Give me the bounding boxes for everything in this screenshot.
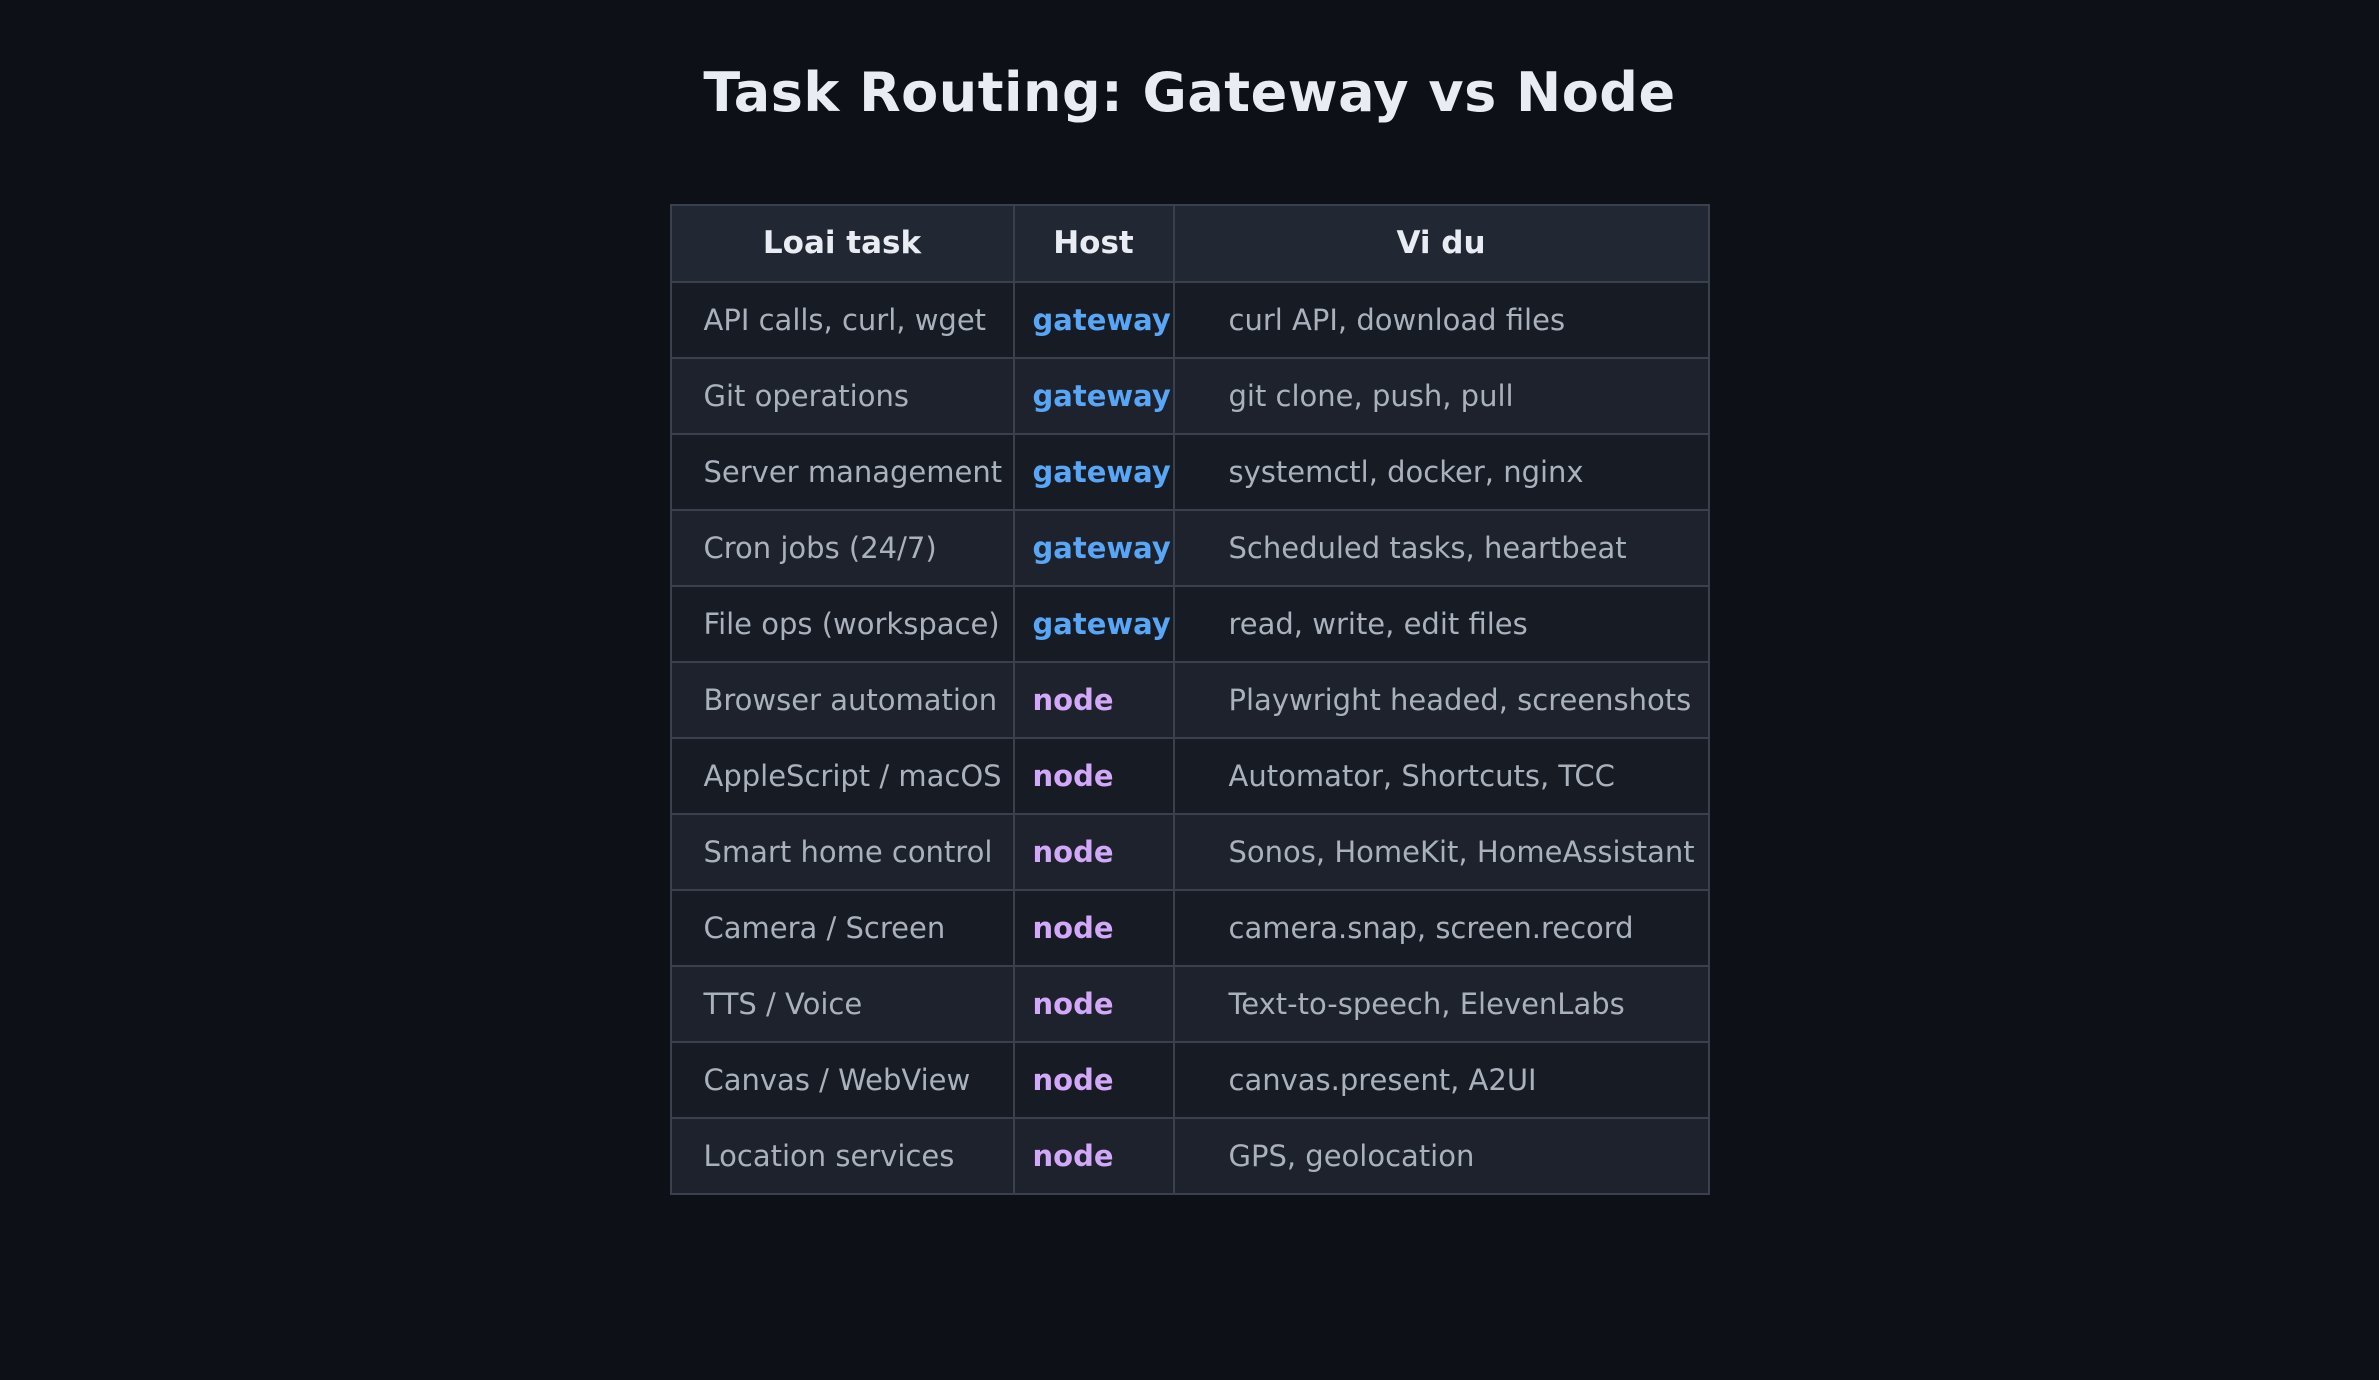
example-cell: systemctl, docker, nginx xyxy=(1172,433,1710,511)
host-cell: node xyxy=(1012,737,1175,815)
host-cell: node xyxy=(1012,1117,1175,1195)
header-host: Host xyxy=(1012,204,1175,283)
routing-table: Loai task Host Vi du API calls, curl, wg… xyxy=(669,204,1710,1195)
task-cell: AppleScript / macOS xyxy=(669,737,1015,815)
header-example: Vi du xyxy=(1172,204,1710,283)
table-header: Loai task Host Vi du xyxy=(669,204,1710,283)
example-cell: GPS, geolocation xyxy=(1172,1117,1710,1195)
task-cell: Camera / Screen xyxy=(669,889,1015,967)
table-body: API calls, curl, wget gateway curl API, … xyxy=(669,281,1710,1195)
task-cell: TTS / Voice xyxy=(669,965,1015,1043)
table-row: Camera / Screen node camera.snap, screen… xyxy=(669,889,1710,967)
task-cell: Server management xyxy=(669,433,1015,511)
table-row: AppleScript / macOS node Automator, Shor… xyxy=(669,737,1710,815)
example-cell: Sonos, HomeKit, HomeAssistant xyxy=(1172,813,1710,891)
host-cell: gateway xyxy=(1012,509,1175,587)
example-cell: Automator, Shortcuts, TCC xyxy=(1172,737,1710,815)
host-cell: gateway xyxy=(1012,585,1175,663)
host-cell: gateway xyxy=(1012,433,1175,511)
task-cell: Smart home control xyxy=(669,813,1015,891)
host-cell: gateway xyxy=(1012,357,1175,435)
header-row: Loai task Host Vi du xyxy=(669,204,1710,283)
task-cell: Cron jobs (24/7) xyxy=(669,509,1015,587)
task-cell: Location services xyxy=(669,1117,1015,1195)
table-row: Location services node GPS, geolocation xyxy=(669,1117,1710,1195)
host-cell: node xyxy=(1012,889,1175,967)
example-cell: Text-to-speech, ElevenLabs xyxy=(1172,965,1710,1043)
host-cell: node xyxy=(1012,1041,1175,1119)
example-cell: curl API, download files xyxy=(1172,281,1710,359)
table-row: Cron jobs (24/7) gateway Scheduled tasks… xyxy=(669,509,1710,587)
task-cell: Git operations xyxy=(669,357,1015,435)
table-row: File ops (workspace) gateway read, write… xyxy=(669,585,1710,663)
table-row: Smart home control node Sonos, HomeKit, … xyxy=(669,813,1710,891)
host-cell: gateway xyxy=(1012,281,1175,359)
table-row: Browser automation node Playwright heade… xyxy=(669,661,1710,739)
table-row: API calls, curl, wget gateway curl API, … xyxy=(669,281,1710,359)
example-cell: git clone, push, pull xyxy=(1172,357,1710,435)
example-cell: canvas.present, A2UI xyxy=(1172,1041,1710,1119)
task-cell: Canvas / WebView xyxy=(669,1041,1015,1119)
host-cell: node xyxy=(1012,813,1175,891)
table-row: TTS / Voice node Text-to-speech, ElevenL… xyxy=(669,965,1710,1043)
task-cell: Browser automation xyxy=(669,661,1015,739)
header-task: Loai task xyxy=(669,204,1015,283)
example-cell: Playwright headed, screenshots xyxy=(1172,661,1710,739)
host-cell: node xyxy=(1012,965,1175,1043)
table-row: Server management gateway systemctl, doc… xyxy=(669,433,1710,511)
page-title: Task Routing: Gateway vs Node xyxy=(703,61,1676,124)
example-cell: Scheduled tasks, heartbeat xyxy=(1172,509,1710,587)
table-row: Git operations gateway git clone, push, … xyxy=(669,357,1710,435)
example-cell: read, write, edit files xyxy=(1172,585,1710,663)
example-cell: camera.snap, screen.record xyxy=(1172,889,1710,967)
host-cell: node xyxy=(1012,661,1175,739)
table-row: Canvas / WebView node canvas.present, A2… xyxy=(669,1041,1710,1119)
task-cell: File ops (workspace) xyxy=(669,585,1015,663)
task-cell: API calls, curl, wget xyxy=(669,281,1015,359)
